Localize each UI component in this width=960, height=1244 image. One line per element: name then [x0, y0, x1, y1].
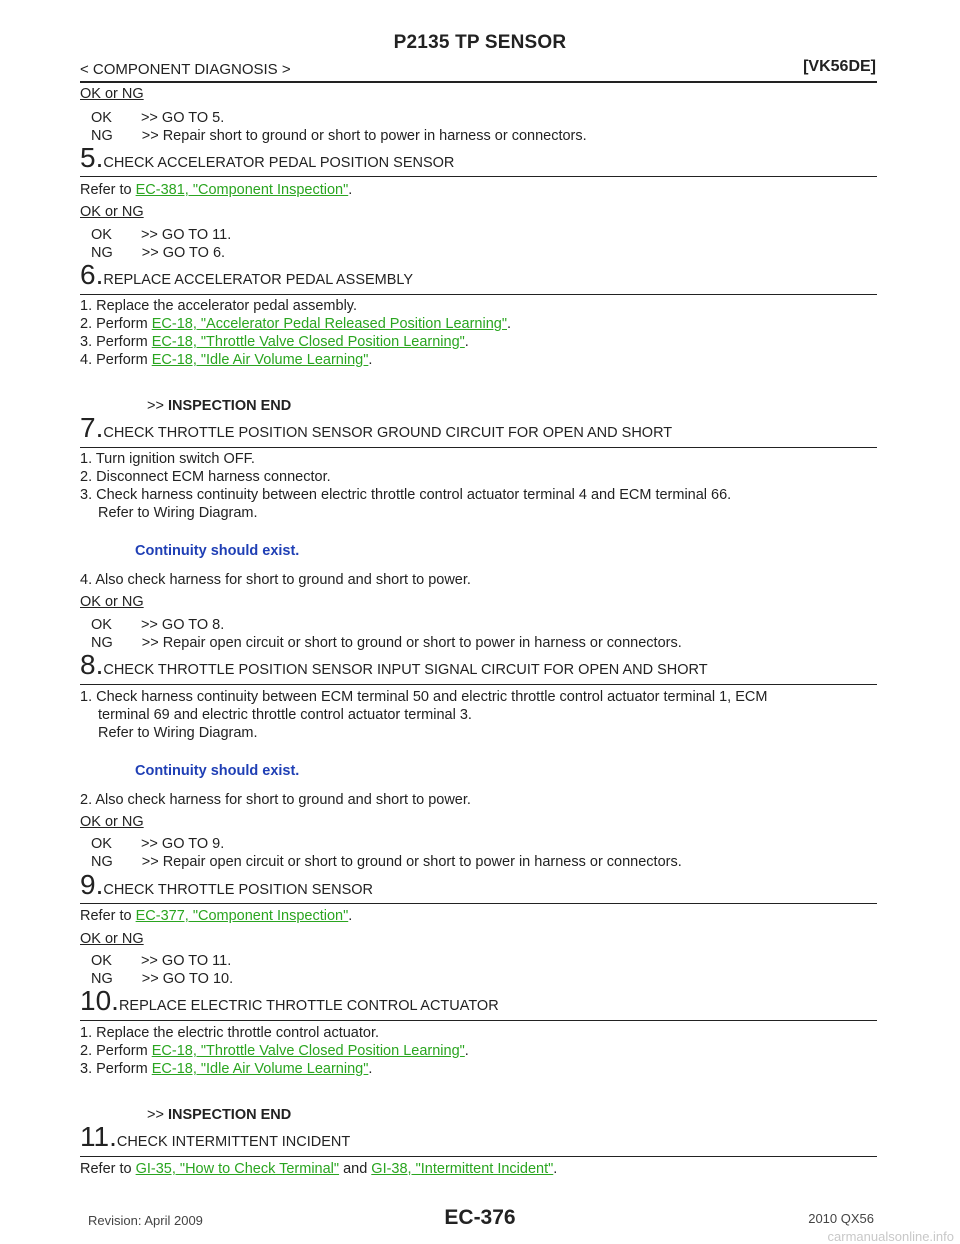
list-item-continuation: terminal 69 and electric throttle contro… [98, 707, 472, 723]
step-9-heading: 9.CHECK THROTTLE POSITION SENSOR [80, 871, 373, 899]
step-title: REPLACE ACCELERATOR PEDAL ASSEMBLY [103, 272, 414, 288]
ok-or-ng-heading: OK or NG [80, 204, 144, 220]
step-divider [80, 176, 877, 177]
step-title: CHECK INTERMITTENT INCIDENT [116, 1134, 351, 1150]
component-inspection-link[interactable]: EC-381, "Component Inspection" [135, 182, 349, 198]
page-title: P2135 TP SENSOR [393, 32, 567, 53]
model-label: 2010 QX56 [808, 1211, 874, 1226]
step-title: CHECK THROTTLE POSITION SENSOR INPUT SIG… [103, 662, 708, 678]
header-divider [80, 81, 877, 83]
step-number: 5. [80, 142, 104, 173]
step-8-heading: 8.CHECK THROTTLE POSITION SENSOR INPUT S… [80, 651, 708, 679]
step-6-heading: 6.REPLACE ACCELERATOR PEDAL ASSEMBLY [80, 261, 413, 289]
step-11-heading: 11.CHECK INTERMITTENT INCIDENT [80, 1123, 350, 1151]
list-item: 2. Perform EC-18, "Accelerator Pedal Rel… [80, 316, 512, 332]
ng-result: NG >> GO TO 6. [91, 245, 226, 261]
list-item: 1. Turn ignition switch OFF. [80, 451, 255, 467]
step-divider [80, 903, 877, 904]
list-item-continuation: Refer to Wiring Diagram. [98, 725, 258, 741]
step-title: CHECK ACCELERATOR PEDAL POSITION SENSOR [103, 155, 455, 171]
watermark: carmanualsonline.info [827, 1229, 954, 1244]
step-title: CHECK THROTTLE POSITION SENSOR [103, 882, 373, 898]
step-number: 7. [80, 412, 104, 443]
continuity-spec: Continuity should exist. [135, 763, 300, 779]
list-item: 2. Disconnect ECM harness connector. [80, 469, 331, 485]
step-number: 10. [80, 985, 119, 1016]
step-number: 9. [80, 869, 104, 900]
refer-line: Refer to EC-377, "Component Inspection". [80, 908, 353, 924]
step-10-heading: 10.REPLACE ELECTRIC THROTTLE CONTROL ACT… [80, 987, 499, 1015]
step-number: 11. [80, 1121, 117, 1152]
refer-line: Refer to GI-35, "How to Check Terminal" … [80, 1161, 558, 1177]
ok-or-ng-heading: OK or NG [80, 594, 144, 610]
list-item: 2. Perform EC-18, "Throttle Valve Closed… [80, 1043, 469, 1059]
list-item-continuation: Refer to Wiring Diagram. [98, 505, 258, 521]
step-divider [80, 1020, 877, 1021]
list-item: 1. Replace the electric throttle control… [80, 1025, 380, 1041]
list-item: 3. Perform EC-18, "Idle Air Volume Learn… [80, 1061, 373, 1077]
continuity-spec: Continuity should exist. [135, 543, 300, 559]
ng-result: NG >> Repair short to ground or short to… [91, 128, 587, 144]
refer-text: Refer to [80, 182, 136, 198]
idle-air-volume-learning-link[interactable]: EC-18, "Idle Air Volume Learning" [151, 352, 369, 368]
how-to-check-terminal-link[interactable]: GI-35, "How to Check Terminal" [135, 1161, 340, 1177]
list-item: 3. Check harness continuity between elec… [80, 487, 732, 503]
accelerator-pedal-learning-link[interactable]: EC-18, "Accelerator Pedal Released Posit… [151, 316, 507, 332]
step-number: 8. [80, 649, 104, 680]
step-title: REPLACE ELECTRIC THROTTLE CONTROL ACTUAT… [118, 998, 499, 1014]
list-item: 4. Also check harness for short to groun… [80, 572, 471, 588]
list-item: 1. Check harness continuity between ECM … [80, 689, 768, 705]
ok-result: OK >> GO TO 11. [91, 953, 232, 969]
section-label: < COMPONENT DIAGNOSIS > [80, 61, 291, 78]
period: . [348, 182, 353, 198]
throttle-valve-learning-link[interactable]: EC-18, "Throttle Valve Closed Position L… [151, 334, 465, 350]
ok-or-ng-heading: OK or NG [80, 931, 144, 947]
step-divider [80, 1156, 877, 1157]
inspection-end: >> INSPECTION END [147, 1107, 292, 1123]
step-number: 6. [80, 259, 104, 290]
ok-result: OK >> GO TO 9. [91, 836, 225, 852]
step-5-heading: 5.CHECK ACCELERATOR PEDAL POSITION SENSO… [80, 144, 454, 172]
list-item: 4. Perform EC-18, "Idle Air Volume Learn… [80, 352, 373, 368]
page-number: EC-376 [444, 1206, 516, 1229]
step-divider [80, 447, 877, 448]
list-item: 1. Replace the accelerator pedal assembl… [80, 298, 357, 314]
ng-result: NG >> GO TO 10. [91, 971, 234, 987]
idle-air-volume-learning-link[interactable]: EC-18, "Idle Air Volume Learning" [151, 1061, 369, 1077]
ok-result: OK >> GO TO 8. [91, 617, 225, 633]
step-divider [80, 294, 877, 295]
throttle-valve-learning-link[interactable]: EC-18, "Throttle Valve Closed Position L… [151, 1043, 465, 1059]
ng-result: NG >> Repair open circuit or short to gr… [91, 635, 682, 651]
refer-line: Refer to EC-381, "Component Inspection". [80, 182, 352, 198]
engine-code: [VK56DE] [803, 58, 876, 75]
list-item: 2. Also check harness for short to groun… [80, 792, 471, 808]
component-inspection-link[interactable]: EC-377, "Component Inspection" [135, 908, 349, 924]
intermittent-incident-link[interactable]: GI-38, "Intermittent Incident" [371, 1161, 554, 1177]
step-title: CHECK THROTTLE POSITION SENSOR GROUND CI… [103, 425, 673, 441]
ok-or-ng-heading: OK or NG [80, 814, 144, 830]
ok-or-ng-heading: OK or NG [80, 86, 144, 102]
list-item: 3. Perform EC-18, "Throttle Valve Closed… [80, 334, 469, 350]
inspection-end: >> INSPECTION END [147, 398, 292, 414]
revision-date: Revision: April 2009 [88, 1213, 203, 1228]
step-divider [80, 684, 877, 685]
ok-result: OK >> GO TO 5. [91, 110, 225, 126]
ng-result: NG >> Repair open circuit or short to gr… [91, 854, 682, 870]
step-7-heading: 7.CHECK THROTTLE POSITION SENSOR GROUND … [80, 414, 672, 442]
ok-result: OK >> GO TO 11. [91, 227, 232, 243]
